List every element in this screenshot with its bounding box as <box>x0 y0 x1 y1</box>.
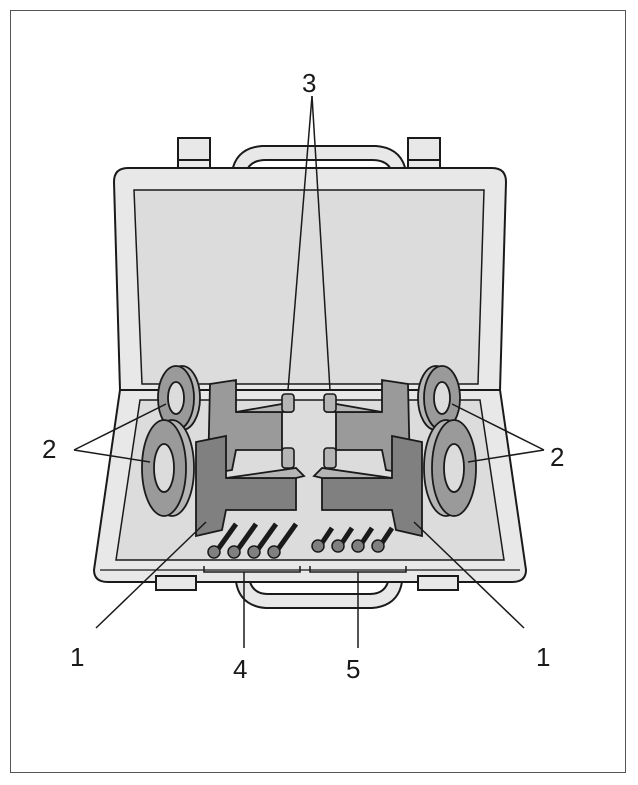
callout-case-half-left: 1 <box>70 642 85 672</box>
long-screws <box>207 522 299 559</box>
flanges-right <box>417 365 477 517</box>
callout-flanges-right: 2 <box>550 442 565 472</box>
callout-long-screws: 4 <box>233 654 248 684</box>
flanges-left <box>141 365 201 517</box>
callout-clamp-pins: 3 <box>302 68 317 98</box>
clamp-right-front <box>312 434 423 538</box>
callout-case-half-right: 1 <box>536 642 551 672</box>
callout-short-screws: 5 <box>346 654 361 684</box>
clamp-left-front <box>195 434 306 538</box>
callout-flanges-left: 2 <box>42 434 57 464</box>
clamp-pins <box>281 393 337 469</box>
short-screws <box>311 526 395 553</box>
case-lid <box>112 167 508 391</box>
case-bottom-handle <box>155 575 459 609</box>
figure-frame <box>10 10 626 773</box>
leader-lines <box>73 95 545 648</box>
